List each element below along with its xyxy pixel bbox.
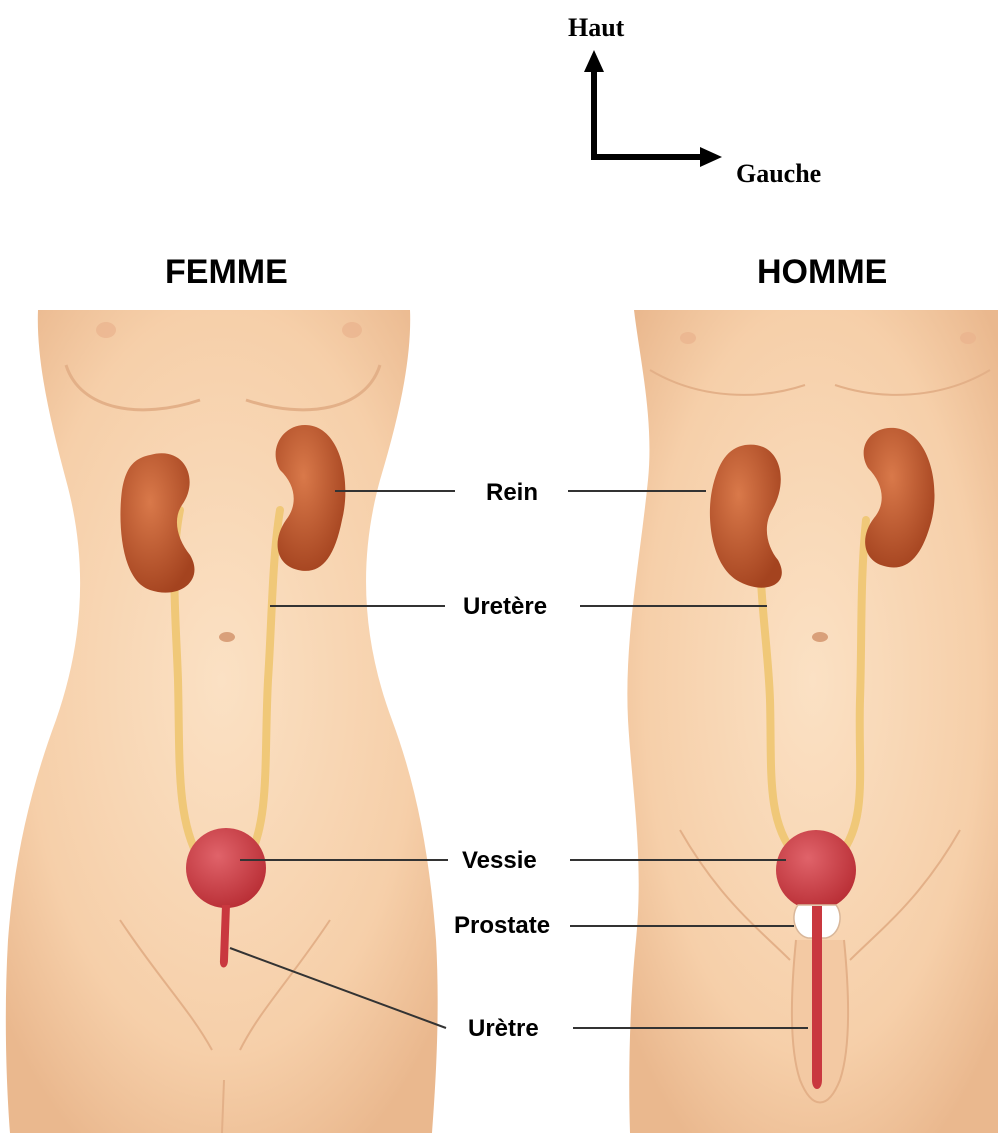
up-label: Haut [568, 13, 625, 42]
male-bladder [776, 830, 856, 910]
left-label: Gauche [736, 159, 821, 188]
label-ureter: Uretère [463, 593, 547, 620]
male-nipple-left [680, 332, 696, 344]
orientation-indicator: Haut Gauche [568, 13, 821, 188]
female-figure [6, 310, 438, 1133]
label-bladder: Vessie [462, 847, 537, 874]
male-figure [627, 310, 998, 1133]
male-urethra [812, 906, 822, 1089]
male-nipple-right [960, 332, 976, 344]
female-navel [219, 632, 235, 642]
female-bladder [186, 828, 266, 908]
label-prostate: Prostate [454, 912, 550, 939]
male-navel [812, 632, 828, 642]
male-title: HOMME [757, 253, 887, 291]
female-nipple-left [96, 322, 116, 338]
female-torso [6, 310, 438, 1133]
label-kidney: Rein [486, 479, 538, 506]
left-arrow-head [700, 147, 722, 167]
female-nipple-right [342, 322, 362, 338]
up-arrow-head [584, 50, 604, 72]
label-urethra: Urètre [468, 1015, 539, 1042]
organ-labels: Rein Uretère Vessie Prostate Urètre [454, 479, 550, 1042]
female-title: FEMME [165, 253, 288, 291]
